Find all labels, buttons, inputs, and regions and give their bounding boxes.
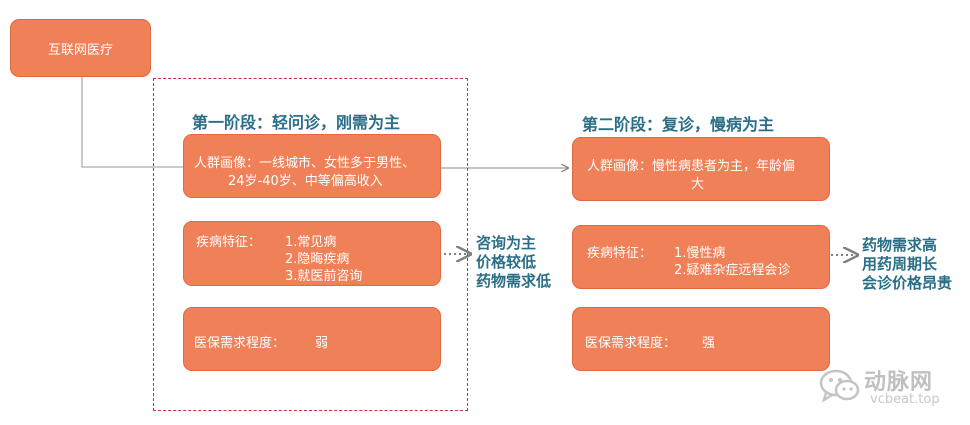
stage2-insurance-value: 强 [702,336,716,351]
stage2-profile-line2: 大 [691,177,705,192]
watermark-en: vcbeat.top [870,392,940,407]
stage1-insurance-value: 弱 [315,336,329,351]
root-box: 互联网医疗 [10,19,151,77]
stage2-disease-item: 1.慢性病 [674,246,726,261]
stage1-side-note: 咨询为主 价格较低 药物需求低 [476,234,551,291]
stage2-title: 第二阶段：复诊，慢病为主 [582,115,775,134]
stage2-side-note: 药物需求高 用药周期长 会诊价格昂贵 [862,236,952,293]
stage1-note-line: 药物需求低 [476,272,552,290]
stage1-disease-box: 疾病特征： 1.常见病 2.隐晦疾病 3.就医前咨询 [183,221,441,286]
stage2-profile-line1: 人群画像：慢性病患者为主，年龄偏 [587,159,796,174]
wechat-icon [819,369,860,403]
stage1-disease-item: 3.就医前咨询 [285,269,363,284]
stage1-insurance-box: 医保需求程度： 弱 [183,307,441,371]
stage1-disease-item: 1.常见病 [285,235,337,250]
stage2-disease-item: 2.疑难杂症远程会诊 [674,263,791,278]
stage1-disease-item: 2.隐晦疾病 [285,252,350,267]
stage1-dashed-frame [153,78,468,411]
stage1-profile-line1: 人群画像：一线城市、女性多于男性、 [194,156,416,171]
stage2-insurance-label: 医保需求程度： [585,336,677,351]
root-label: 互联网医疗 [47,42,113,58]
stage1-profile-box: 人群画像：一线城市、女性多于男性、 24岁-40岁、中等偏高收入 [183,134,441,198]
stage2-disease-box: 疾病特征： 1.慢性病 2.疑难杂症远程会诊 [572,225,830,289]
stage1-insurance-label: 医保需求程度： [194,336,286,351]
stage2-profile-box: 人群画像：慢性病患者为主，年龄偏 大 [572,137,830,201]
stage1-note-line: 咨询为主 [476,234,537,252]
watermark-cn: 动脉网 [864,370,934,395]
stage2-note-line: 会诊价格昂贵 [862,274,953,292]
stage1-disease-label: 疾病特征： [196,235,262,250]
stage1-title: 第一阶段：轻问诊，刚需为主 [192,113,401,132]
root-connector [81,77,183,168]
stage2-insurance-box: 医保需求程度： 强 [572,307,830,371]
stage1-profile-line2: 24岁-40岁、中等偏高收入 [228,174,383,189]
stage2-note-line: 用药周期长 [862,255,938,273]
stage2-note-line: 药物需求高 [862,236,938,254]
stage1-note-line: 价格较低 [476,253,537,271]
stage2-disease-label: 疾病特征： [587,246,653,261]
watermark: 动脉网 vcbeat.top [818,360,968,420]
